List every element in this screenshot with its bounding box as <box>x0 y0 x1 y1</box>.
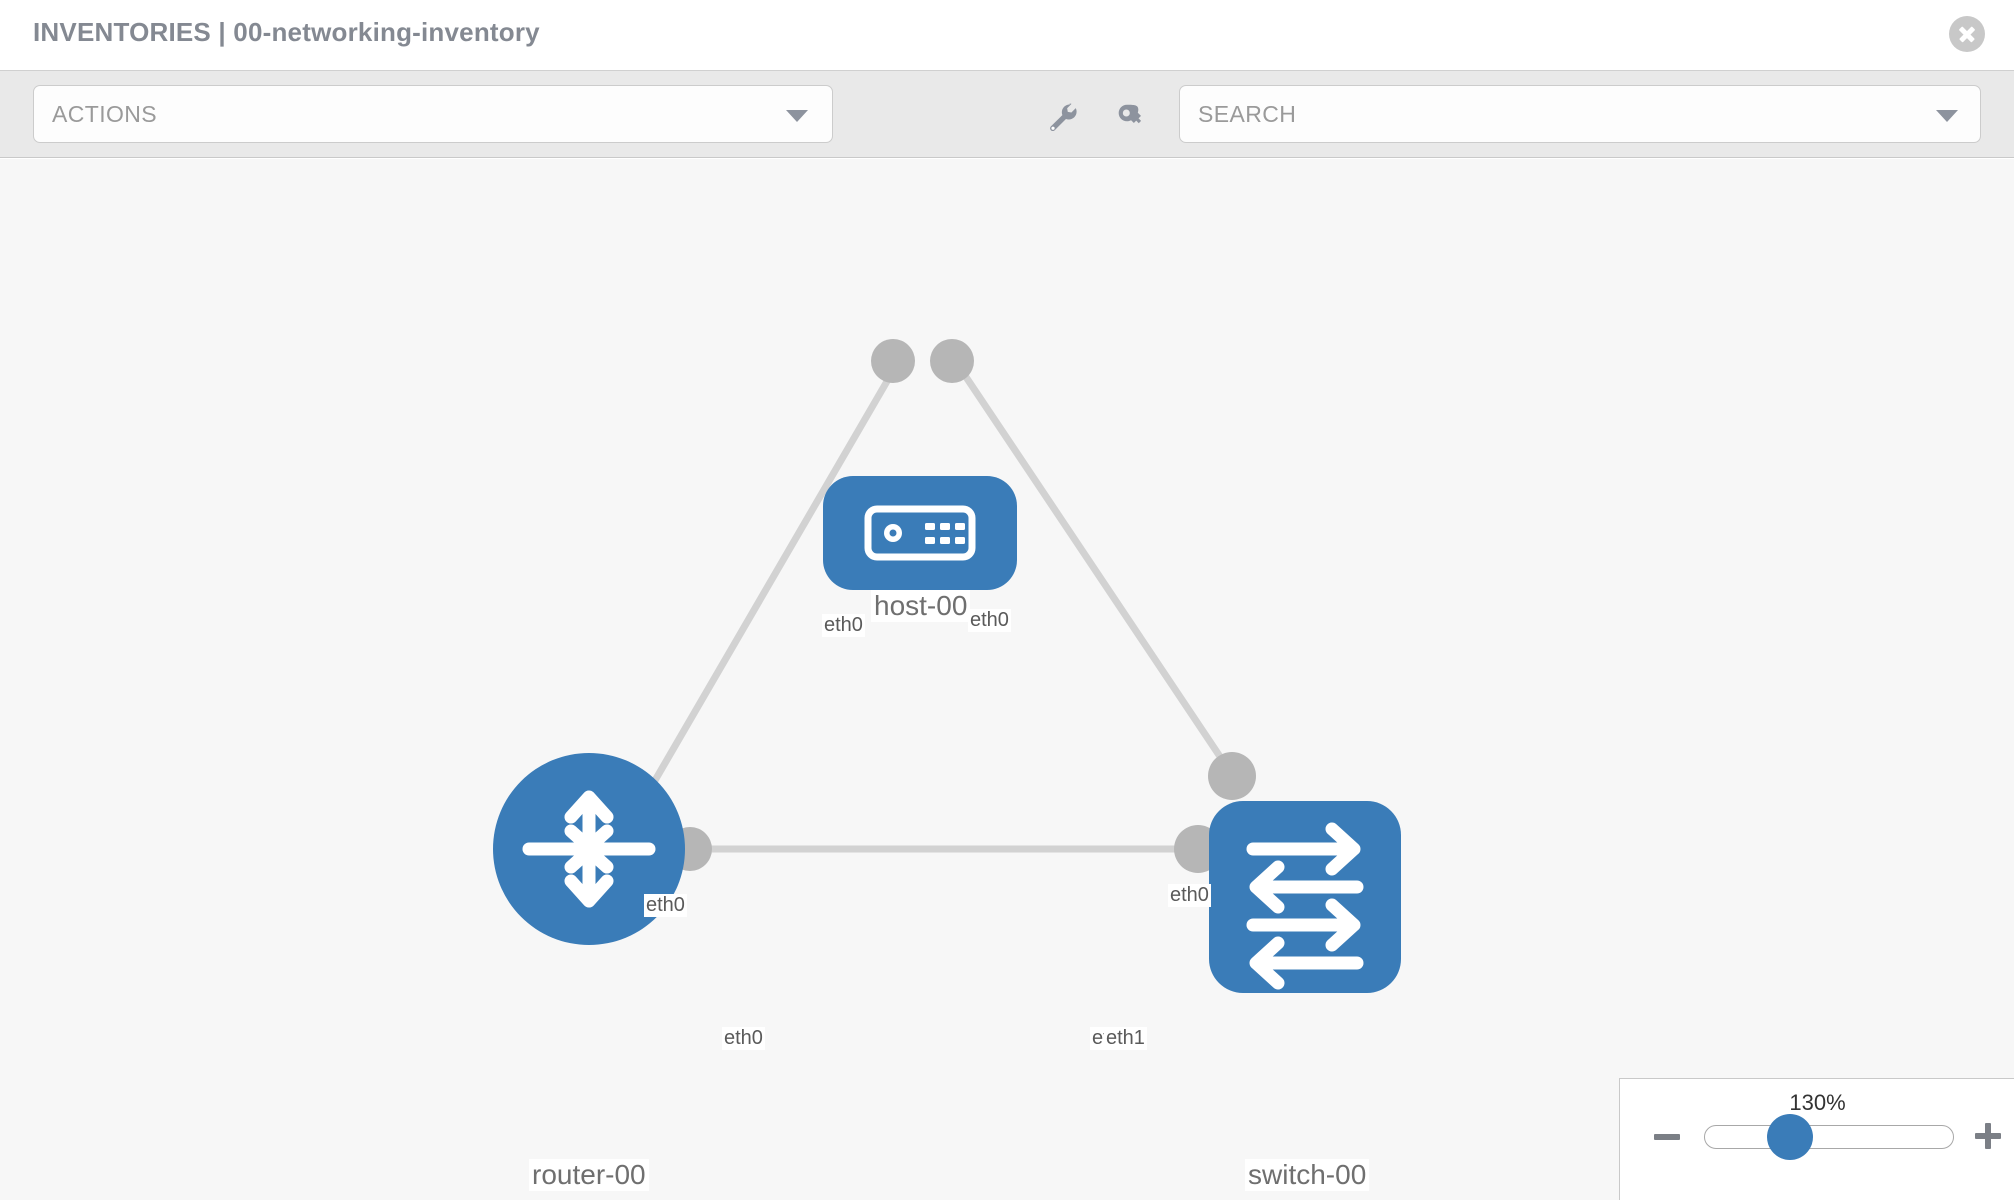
node-label-switch-00: switch-00 <box>1245 1159 1370 1192</box>
node-router-00[interactable] <box>493 753 685 945</box>
link-host00-switch00 <box>958 367 1239 783</box>
topology-canvas[interactable]: host-00 router-00 switch-00 eth0 eth0 et… <box>0 159 2014 1200</box>
interface-knob-host00-right <box>930 339 974 383</box>
close-icon[interactable] <box>1949 16 1985 52</box>
chevron-down-icon[interactable] <box>1936 110 1958 122</box>
toolbar: ACTIONS SEARCH <box>0 70 2014 158</box>
wrench-icon[interactable] <box>1046 101 1080 135</box>
link-host00-router00 <box>646 367 897 793</box>
actions-dropdown[interactable]: ACTIONS <box>33 85 833 143</box>
zoom-slider-thumb[interactable] <box>1767 1114 1813 1160</box>
chevron-down-icon <box>786 110 808 122</box>
iface-label-router00-eth0-uplink: eth0 <box>644 894 687 917</box>
node-host-00[interactable] <box>823 476 1017 590</box>
iface-label-router00-eth0-east: eth0 <box>722 1027 765 1050</box>
iface-label-switch00-eth0-uplink: eth0 <box>1168 884 1211 907</box>
zoom-percent-label: 130% <box>1789 1090 1846 1115</box>
page-title: INVENTORIES | 00-networking-inventory <box>33 17 540 47</box>
node-label-host-00: host-00 <box>871 590 971 623</box>
search-placeholder: SEARCH <box>1198 101 1297 127</box>
actions-dropdown-label: ACTIONS <box>52 101 158 127</box>
topology-graph <box>493 339 1401 993</box>
iface-label-switch00-eth1-west: eth1 <box>1104 1027 1147 1050</box>
zoom-in-button[interactable] <box>1975 1123 2001 1149</box>
search-input[interactable]: SEARCH <box>1179 85 1981 143</box>
interface-knob-host00-left <box>871 339 915 383</box>
iface-label-host00-eth0-right: eth0 <box>968 609 1011 632</box>
zoom-control-panel: 130% <box>1619 1078 2014 1200</box>
title-bar: INVENTORIES | 00-networking-inventory <box>0 0 2014 70</box>
key-icon[interactable] <box>1114 101 1148 135</box>
interface-knob-switch00-top <box>1208 752 1256 800</box>
zoom-slider-track[interactable] <box>1704 1125 1954 1149</box>
iface-label-host00-eth0-left: eth0 <box>822 614 865 637</box>
node-label-router-00: router-00 <box>529 1159 649 1192</box>
node-switch-00[interactable] <box>1209 801 1401 993</box>
zoom-out-button[interactable] <box>1654 1134 1680 1140</box>
